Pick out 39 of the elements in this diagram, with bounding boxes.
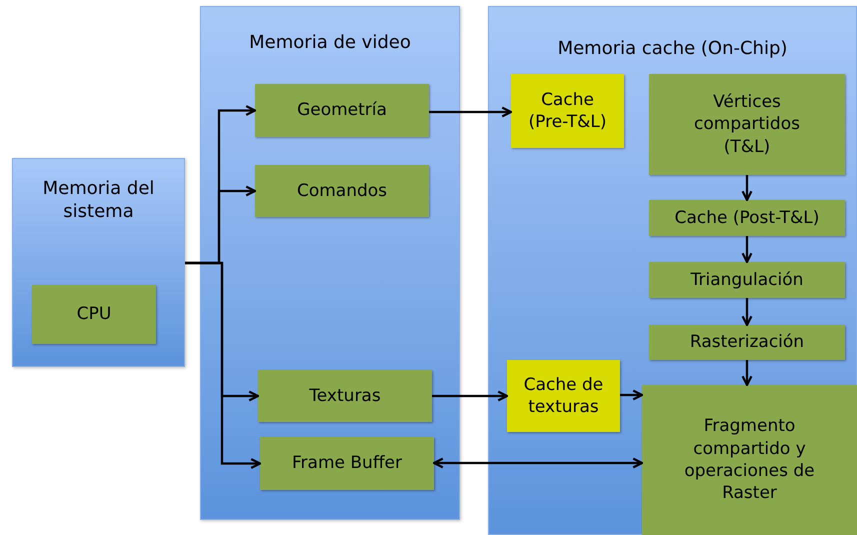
arrow	[742, 360, 752, 386]
box-label: Texturas	[309, 384, 381, 408]
memory-panel	[12, 158, 185, 367]
box-label: Cache (Pre-T&L)	[528, 88, 608, 134]
process-box	[32, 285, 156, 344]
process-box	[260, 437, 434, 490]
box-label: Vértices compartidos (T&L)	[693, 90, 801, 158]
process-box	[649, 262, 845, 298]
box-label: Comandos	[296, 180, 388, 202]
process-box	[255, 84, 429, 137]
memory-panel	[488, 6, 857, 535]
box-label: Cache (Post-T&L)	[674, 206, 820, 230]
box-label: CPU	[76, 303, 112, 326]
box-label: Rasterización	[690, 331, 804, 354]
panel-title: Memoria cache (On-Chip)	[556, 37, 788, 60]
box-label: Triangulación	[690, 268, 804, 292]
panel-title: Memoria de video	[248, 31, 412, 54]
box-label: Fragmento compartido y operaciones de Raster	[683, 415, 816, 505]
process-box	[649, 200, 845, 236]
process-box	[642, 385, 857, 535]
arrow	[432, 458, 644, 468]
arrow	[620, 390, 644, 400]
process-box	[255, 165, 429, 217]
arrow	[185, 262, 262, 469]
process-box	[649, 325, 845, 360]
process-box	[649, 74, 845, 175]
arrow	[742, 236, 752, 264]
memory-panel	[200, 6, 460, 520]
cache-box	[507, 360, 620, 432]
arrow	[742, 175, 752, 202]
cache-box	[511, 74, 624, 148]
panel-title: Memoria del sistema	[42, 177, 156, 224]
process-box	[258, 370, 432, 422]
arrow	[432, 390, 508, 402]
box-label: Cache de texturas	[522, 374, 604, 418]
box-label: Frame Buffer	[292, 452, 402, 475]
box-label: Geometría	[297, 99, 387, 122]
arrow	[429, 106, 512, 118]
arrow	[742, 298, 752, 326]
